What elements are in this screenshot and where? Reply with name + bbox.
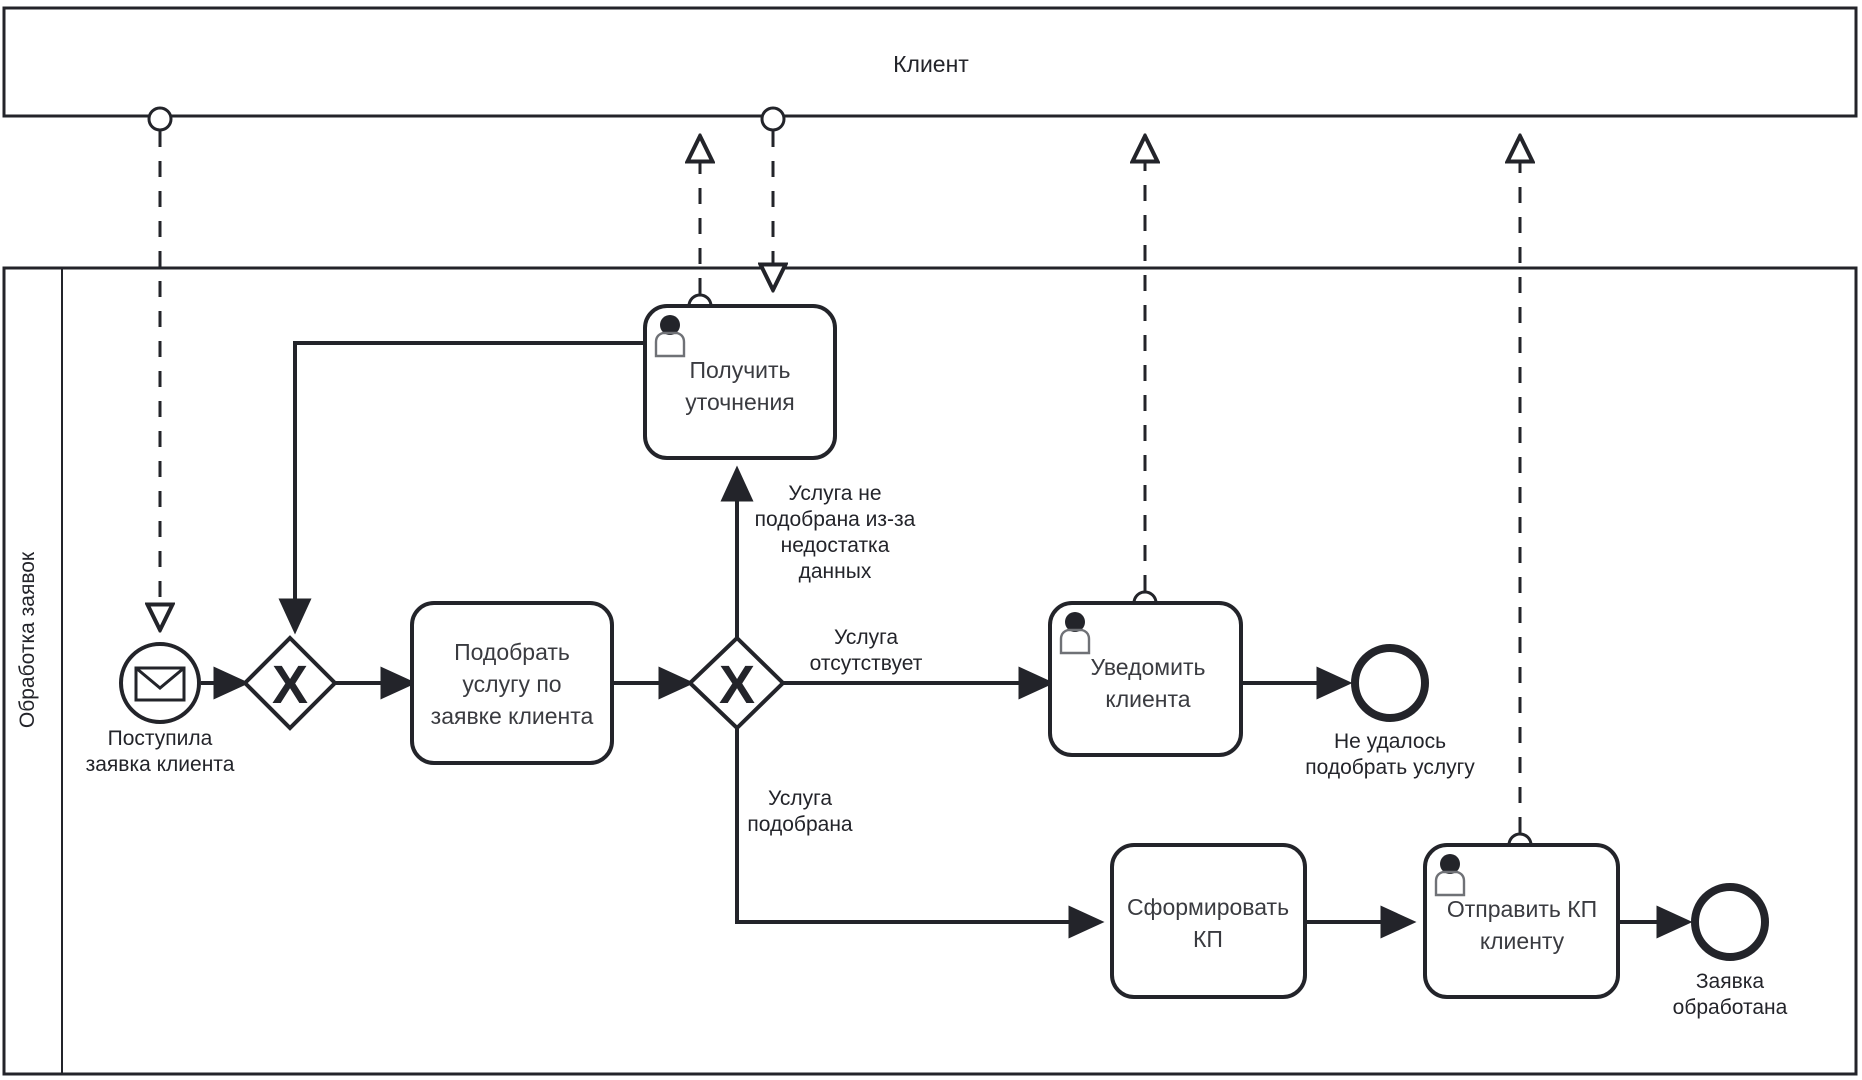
start-event-label-line-2: заявка клиента [86,753,235,776]
gateway-merge-symbol: X [272,655,308,715]
flow-label-absent-line-2: отсутствует [810,652,923,675]
event-end-failed[interactable]: Не удалось подобрать услугу [1305,644,1475,779]
sequence-flow-clarify-to-merge [278,341,645,635]
task-select-service-label-3: заявке клиента [431,703,594,729]
task-clarify-box [643,304,837,460]
user-icon [654,315,686,358]
task-send-offer-label-2: клиенту [1480,928,1565,954]
gateway-split-diamond [687,635,786,731]
flow-label-found: Услуга подобрана [747,787,853,836]
task-select-service[interactable]: Подобрать услугу по заявке клиента [410,601,614,765]
envelope-icon [134,666,186,702]
task-notify-client-label-2: клиента [1105,686,1190,712]
flow-label-no-data-line-1: Услуга не [788,482,881,505]
sequence-flow-split-to-create-offer [735,728,1105,939]
event-start-request[interactable]: Поступила заявка клиента [86,642,235,776]
pool-client-title: Клиент [893,51,969,77]
task-send-offer[interactable]: Отправить КП клиенту [1423,843,1620,999]
user-icon [1059,612,1091,655]
message-flow-source-dot-1 [147,106,173,132]
task-create-offer-label-2: КП [1193,926,1223,952]
flow-label-found-line-1: Услуга [768,787,832,810]
gateway-merge-diamond [242,635,338,731]
lane-processing-title: Обработка заявок [16,551,39,728]
start-event-label-line-1: Поступила [108,727,213,750]
task-select-service-label-2: услугу по [462,671,561,697]
flow-label-no-data-line-4: данных [799,560,872,583]
user-icon [1434,854,1466,897]
flow-label-no-data-line-3: недостатка [781,534,890,557]
end-event-processed-label-1: Заявка [1696,970,1765,993]
task-create-offer-label-1: Сформировать [1127,894,1289,920]
event-end-processed[interactable]: Заявка обработана [1673,883,1788,1019]
end-event-failed-label-2: подобрать услугу [1305,756,1475,779]
task-notify-client-box [1048,601,1243,757]
task-send-offer-box [1423,843,1620,999]
gateway-merge[interactable]: X [242,635,338,731]
flow-label-absent: Услуга отсутствует [810,626,923,675]
flow-label-found-line-2: подобрана [747,813,853,836]
end-event-processed-circle [1691,883,1769,961]
message-flow-request-in[interactable] [147,106,173,630]
flow-label-no-data: Услуга не подобрана из-за недостатка дан… [755,482,916,583]
gateway-split-symbol: X [719,655,755,715]
pool-client-rect [2,6,1858,118]
task-select-service-box [410,601,614,765]
message-flow-source-dot-3 [760,106,786,132]
task-notify-client[interactable]: Уведомить клиента [1048,601,1243,757]
task-clarify-label-2: уточнения [685,389,795,415]
end-event-processed-label-2: обработана [1673,996,1788,1019]
task-select-service-label-1: Подобрать [454,639,570,665]
message-flow-clarify-in[interactable] [760,106,786,290]
gateway-split[interactable]: X [687,635,786,731]
flow-label-no-data-line-2: подобрана из-за [755,508,916,531]
flow-label-absent-line-1: Услуга [834,626,898,649]
task-clarify-label-1: Получить [689,357,790,383]
end-event-failed-circle [1351,644,1429,722]
task-create-offer[interactable]: Сформировать КП [1110,843,1307,999]
task-clarify[interactable]: Получить уточнения [643,304,837,460]
task-send-offer-label-1: Отправить КП [1447,896,1597,922]
pool-client[interactable]: Клиент [2,6,1858,118]
end-event-failed-label-1: Не удалось [1334,730,1446,753]
task-create-offer-box [1110,843,1307,999]
task-notify-client-label-1: Уведомить [1091,654,1206,680]
